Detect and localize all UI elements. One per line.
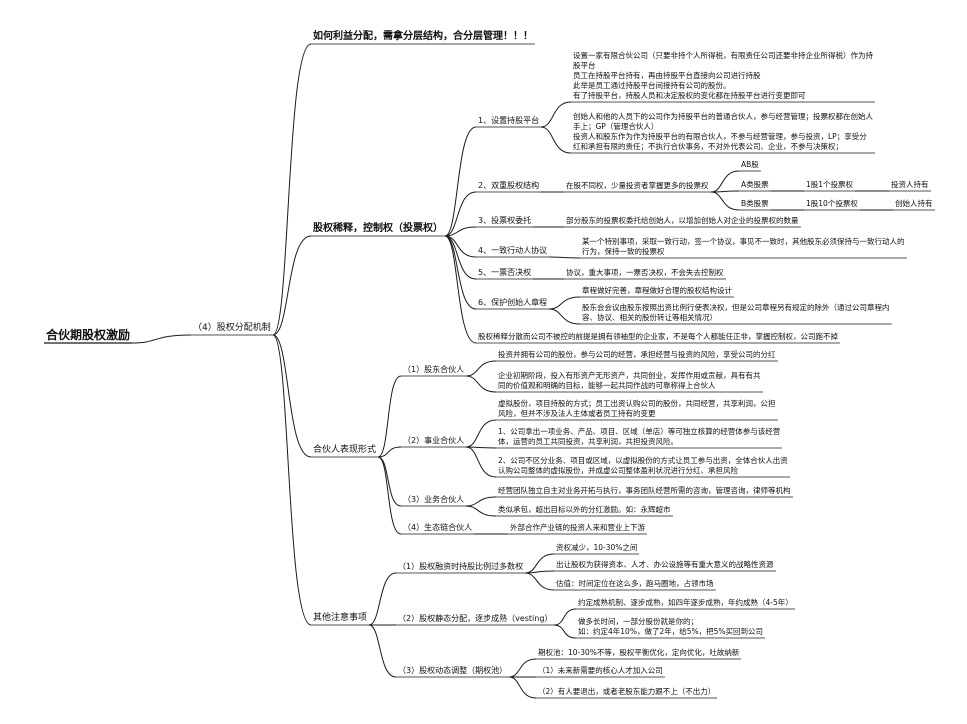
connector-c2a-b_cls bbox=[710, 191, 740, 211]
connector-ctrl-c6 bbox=[444, 235, 477, 310]
platform-detail-1: 设置一家有限合伙公司（只要非持个人所得税，有限责任公司还要非持企业所得税）作为持… bbox=[573, 51, 873, 100]
connector-f3-f3b bbox=[465, 505, 497, 517]
control-item-5: 5、一票否决权 bbox=[478, 268, 532, 277]
a-class-share: A类股票 bbox=[741, 180, 769, 189]
ab-share-node: AB股 bbox=[741, 160, 759, 169]
connector-n2-n2a bbox=[553, 608, 577, 626]
option-pool-case-1: （1）未来新需要的核心人才加入公司 bbox=[538, 666, 663, 675]
control-item-4: 4、一致行动人协议 bbox=[478, 246, 548, 255]
ecosystem-detail: 外部合作产业链的投资人来和营业上下游 bbox=[510, 523, 645, 532]
b-class-holder: 创始人持有 bbox=[895, 199, 933, 208]
control-item-3: 3、投票权委托 bbox=[478, 216, 532, 225]
business-detail-2: 类似承包，超出目标以外的分红激励。如：永辉超市 bbox=[498, 505, 671, 514]
vesting-detail-1: 约定成熟机制、逐步成熟，如四年逐步成熟，年约成熟（4-5年） bbox=[578, 598, 793, 607]
control-item-2: 2、双重股权结构 bbox=[478, 181, 540, 190]
financing-detail-3: 估值：时间定位在这么多，跑马圈地，占领市场 bbox=[556, 579, 714, 588]
connector-f3-f3a bbox=[465, 496, 497, 507]
root-node: 合伙期股权激励 bbox=[46, 328, 131, 342]
connector-root-mech bbox=[131, 334, 192, 344]
dual-class-detail: 在股不同权，少量投资者掌握更多的投票权 bbox=[566, 181, 709, 190]
connector-mech-ctrl bbox=[272, 235, 312, 336]
connector-form-f4 bbox=[377, 456, 402, 535]
connector-c2a-ab bbox=[710, 170, 740, 193]
note-item-1: （1）股权融资时持股比例过多数权 bbox=[398, 562, 524, 571]
form-item-1: （1）股东合伙人 bbox=[403, 365, 465, 374]
option-pool-detail: 期权池：10-30%不等，股权平衡优化，定向优化，吐故纳新 bbox=[538, 648, 740, 657]
connector-c6-c6a bbox=[548, 296, 581, 310]
connector-n1-n1a bbox=[524, 553, 555, 574]
form-item-3: （3）业务合伙人 bbox=[403, 495, 465, 504]
connector-c4-c4a bbox=[548, 256, 581, 259]
connector-att-n1 bbox=[368, 572, 397, 626]
bylaws-detail-2: 股东会会议由股东按照出资比例行使表决权，但是公司章程另有规定的除外（通过公司章程… bbox=[582, 303, 890, 322]
connector-f1-f1a bbox=[465, 360, 497, 377]
connector-n3-n3a bbox=[508, 658, 537, 678]
connector-ctrl-c7 bbox=[444, 235, 477, 344]
control-item-1: 1、设置持股平台 bbox=[478, 116, 540, 125]
branch-distribution: 如何利益分配，需拿分层结构，合分层管理！！！ bbox=[313, 31, 533, 42]
branch-control: 股权稀释，控制权（投票权） bbox=[313, 223, 443, 234]
connector-form-f3 bbox=[377, 456, 402, 507]
financing-detail-2: 出让股权为获得资本、人才、办公设施等有重大意义的战略性资源 bbox=[556, 560, 774, 569]
control-item-6: 6、保护创始人章程 bbox=[478, 298, 548, 307]
connector-ctrl-c5 bbox=[444, 235, 477, 280]
connector-form-f2 bbox=[377, 446, 402, 458]
connector-mech-dist bbox=[272, 43, 312, 336]
vesting-detail-2: 做多长时间，一部分股份就是你的； 如：约定4年10%，做了2年，给5%，把5%买… bbox=[578, 617, 764, 636]
b-class-vote: 1股10个投票权 bbox=[806, 199, 858, 208]
b-class-share: B类股票 bbox=[741, 199, 769, 208]
connector-ctrl-c1 bbox=[444, 126, 477, 237]
connector-c1-c1b bbox=[540, 126, 572, 154]
note-item-2: （2）股权静态分配，逐步成熟（vesting） bbox=[398, 614, 553, 623]
concert-detail: 某一个特别事项，采取一致行动，签一个协议，事见不一致时，其他股东必须保持与一致行… bbox=[582, 237, 905, 256]
venture-detail-2: 1、公司拿出一项业务、产品、项目、区域（单店）等可独立核算的经营体参与该经营 体… bbox=[498, 427, 781, 446]
control-note: 股权稀释分散而公司不被控的前提是拥有领袖型的企业家，不是每个人都能任正非，掌握控… bbox=[478, 332, 838, 341]
connector-att-n3 bbox=[368, 624, 397, 678]
shareholder-detail-2: 企业初期阶段，投入有形资产无形资产，共同创业，发挥作用或贡献，具有有共 同的价值… bbox=[498, 371, 761, 390]
venture-detail-3: 2、公司不区分业务、项目或区域，以虚拟股份的方式让员工参与出资，全体合伙人出资 … bbox=[498, 456, 788, 475]
platform-detail-2: 创始人和他的人员下的公司作为持股平台的普通合伙人，参与经营管理；投票权都在创始人… bbox=[573, 112, 873, 151]
venture-detail-1: 虚拟股份，项目持股的方式；员工出资认购公司的股份，共同经营，共享利润，公担 风险… bbox=[498, 399, 776, 418]
connector-ctrl-c2 bbox=[444, 191, 477, 237]
veto-detail: 协议，重大事项，一票否决权，不会失去控制权 bbox=[566, 268, 724, 277]
business-detail-1: 经营团队独立自主对业务开拓与执行，事务团队经营所需的咨询，管理咨询，律师等机构 bbox=[498, 486, 791, 495]
note-item-3: （3）股权动态调整（期权池） bbox=[398, 666, 508, 675]
branch-mechanism: （4）股权分配机制 bbox=[193, 323, 271, 333]
connector-f2-f2a bbox=[465, 419, 497, 448]
bylaws-detail-1: 章程做好完善，章程做好合理的股权结构设计 bbox=[582, 286, 732, 295]
connector-f2-f2c bbox=[465, 446, 497, 478]
connector-n2-n2b bbox=[553, 624, 577, 639]
connector-n1-n1c bbox=[524, 572, 555, 591]
connector-mech-form bbox=[272, 334, 312, 458]
form-item-2: （2）事业合伙人 bbox=[403, 436, 465, 445]
connector-form-f1 bbox=[377, 375, 402, 458]
branch-notes: 其他注意事项 bbox=[313, 613, 368, 623]
connector-n3-n3c bbox=[508, 676, 537, 699]
option-pool-case-2: （2）有人要退出，或者老股东能力跟不上（不出力） bbox=[538, 687, 716, 696]
connector-ctrl-c3 bbox=[444, 226, 477, 237]
financing-detail-1: 资权减少，10-30%之间 bbox=[556, 543, 638, 552]
form-item-4: （4）生态链合伙人 bbox=[403, 523, 473, 532]
shareholder-detail-1: 投资并拥有公司的股份，参与公司的经营，承担经营与投资的风险，享受公司的分红 bbox=[498, 350, 776, 359]
a-class-holder: 投资人持有 bbox=[891, 180, 929, 189]
proxy-detail: 部分股东的投票权委托给创始人，以增加创始人对企业的投票权的数量 bbox=[566, 216, 799, 225]
branch-partner-forms: 合伙人表现形式 bbox=[313, 445, 377, 455]
connector-mech-att bbox=[272, 334, 312, 626]
connector-f1-f1b bbox=[465, 375, 497, 393]
connector-c1-c1a bbox=[540, 101, 572, 128]
connector-c6-c6b bbox=[548, 308, 581, 325]
a-class-vote: 1股1个投票权 bbox=[806, 180, 854, 189]
